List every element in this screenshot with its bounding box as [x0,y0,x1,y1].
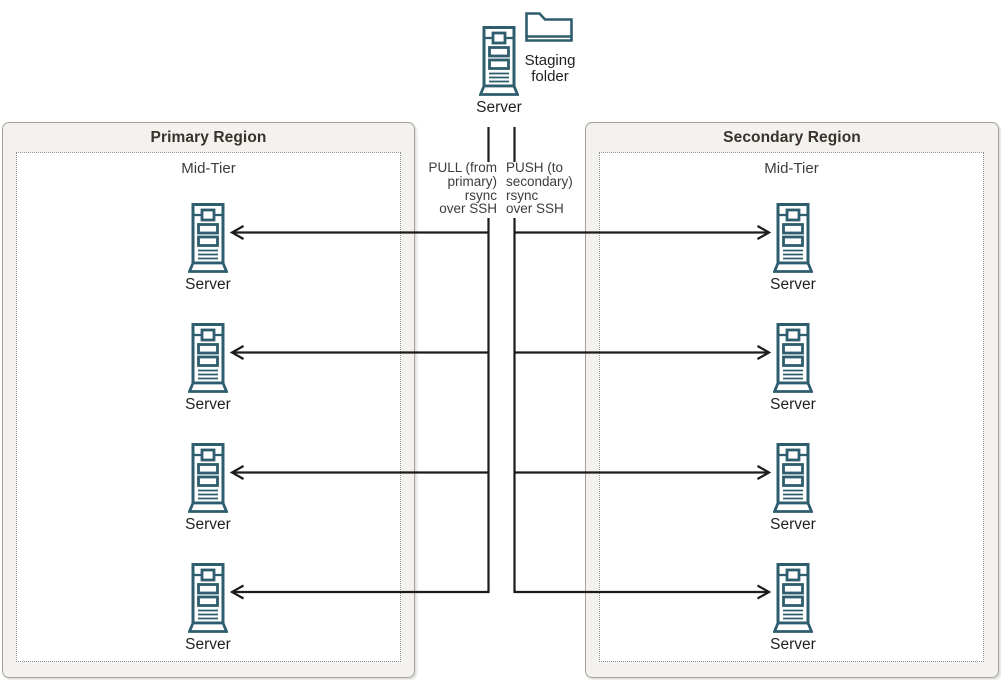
server-label: Server [185,516,231,533]
secondary-server-node-2: Server [770,323,816,413]
staging-folder-icon [525,12,573,42]
server-icon [773,563,813,635]
region-primary-midtier-label: Mid-Tier [181,160,236,177]
secondary-server-node-4: Server [770,563,816,653]
primary-server-node-1: Server [185,203,231,293]
region-secondary-title: Secondary Region [723,129,861,146]
region-primary-title: Primary Region [150,129,267,146]
server-icon [188,323,228,395]
server-icon [773,203,813,275]
server-label: Server [770,636,816,653]
staging-server-label: Server [476,99,522,116]
pull-label: PULL (from primary) rsync over SSH [428,160,497,217]
server-label: Server [185,396,231,413]
server-label: Server [770,396,816,413]
server-icon [773,323,813,395]
region-secondary-midtier-label: Mid-Tier [764,160,819,177]
primary-server-node-2: Server [185,323,231,413]
server-label: Server [770,516,816,533]
server-icon [773,443,813,515]
server-icon [479,26,519,98]
staging-folder-label: Staging folder [524,52,576,85]
secondary-server-node-1: Server [770,203,816,293]
server-icon [188,203,228,275]
server-icon [188,563,228,635]
primary-server-node-3: Server [185,443,231,533]
primary-server-node-4: Server [185,563,231,653]
server-label: Server [185,276,231,293]
staging-server-node: Server [476,26,522,116]
secondary-server-node-3: Server [770,443,816,533]
push-label: PUSH (to secondary) rsync over SSH [506,160,573,217]
server-icon [188,443,228,515]
server-label: Server [185,636,231,653]
server-label: Server [770,276,816,293]
